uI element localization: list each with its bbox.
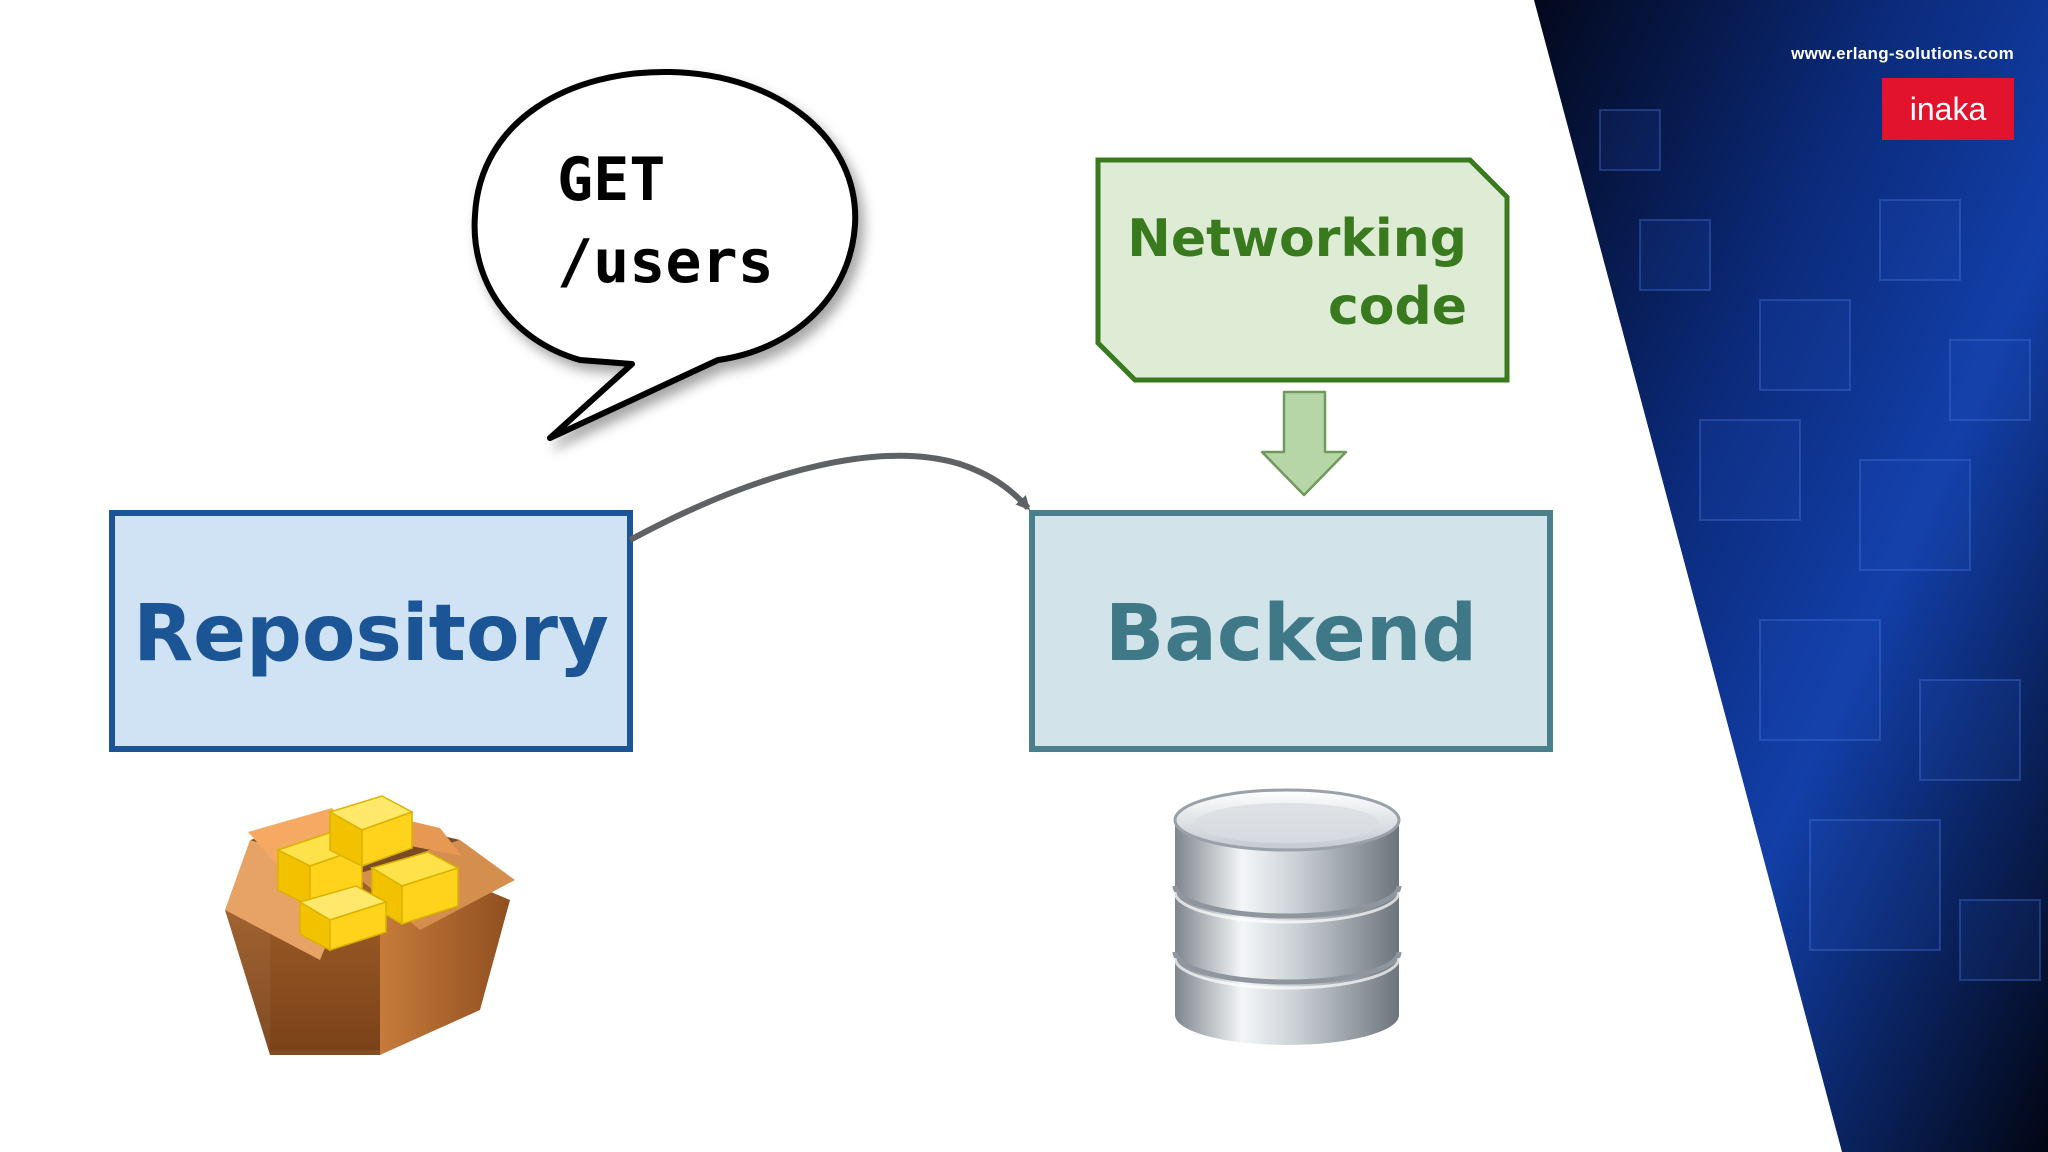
request-arrow xyxy=(628,452,1031,543)
down-arrow xyxy=(1260,390,1348,497)
backend-box xyxy=(1029,510,1553,752)
speech-bubble xyxy=(471,68,859,441)
networking-code-note xyxy=(1095,157,1510,383)
speech-bubble-line2: /users xyxy=(557,227,774,297)
decorative-cube-panel xyxy=(1534,0,2048,1152)
company-url[interactable]: www.erlang-solutions.com xyxy=(1791,44,2014,63)
database-cylinder-icon xyxy=(1172,788,1402,1045)
networking-code-line2: code xyxy=(1328,277,1467,337)
networking-code-line1: Networking xyxy=(1127,209,1467,269)
repository-box xyxy=(109,510,633,752)
speech-bubble-line1: GET xyxy=(557,145,665,215)
package-box-icon xyxy=(225,795,515,1055)
backend-label: Backend xyxy=(1105,589,1477,679)
inaka-logo[interactable]: inaka xyxy=(1882,78,2014,140)
repository-label: Repository xyxy=(133,589,609,679)
